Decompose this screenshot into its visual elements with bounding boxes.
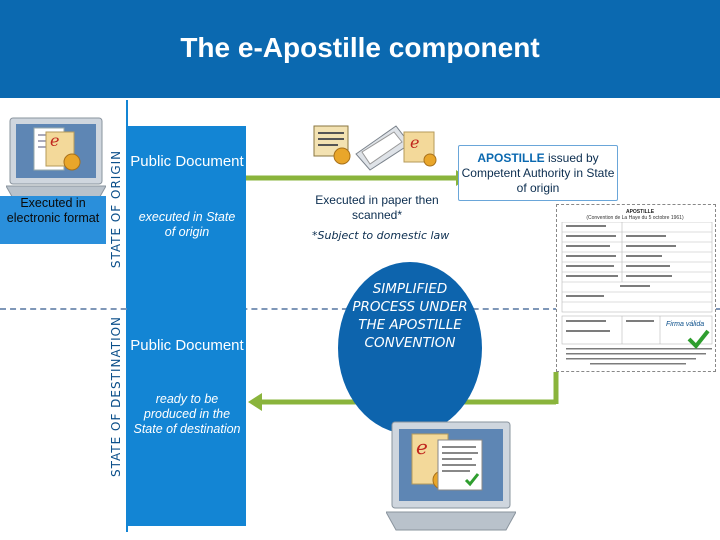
scan-footnote: *Subject to domestic law bbox=[312, 229, 450, 242]
svg-text:e: e bbox=[416, 435, 428, 459]
signature-valid-label: Firma válida bbox=[666, 321, 705, 328]
laptop-destination-icon: e bbox=[386, 421, 516, 531]
header-bar bbox=[0, 0, 720, 98]
executed-electronic-label: Executed in electronic format bbox=[6, 196, 100, 225]
public-document-column bbox=[128, 126, 246, 526]
apostille-label-rest: issued by Competent Authority in State o… bbox=[461, 151, 615, 195]
laptop-origin-icon: e bbox=[6, 117, 106, 201]
apostille-highlight: APOSTILLE bbox=[477, 151, 545, 165]
check-icon bbox=[687, 329, 710, 349]
certificate-title: APOSTILLE bbox=[625, 209, 655, 215]
simplified-process-text: SIMPLIFIED PROCESS UNDER THE APOSTILLE C… bbox=[352, 281, 468, 351]
scan-caption: Executed in paper then scanned* bbox=[315, 193, 439, 222]
apostille-label-box bbox=[458, 145, 618, 201]
svg-text:e: e bbox=[410, 133, 419, 152]
executed-electronic-panel bbox=[0, 196, 106, 244]
certificate-subtitle: (Convention de La Haye du 5 octobre 1961… bbox=[586, 215, 684, 221]
origin-document-subtitle: executed in State of origin bbox=[138, 210, 236, 239]
destination-document-title: Public Document bbox=[130, 337, 244, 354]
certificate-lines bbox=[561, 222, 713, 365]
apostille-label: APOSTILLE issued by Competent Authority … bbox=[461, 151, 615, 196]
page-title: The e-Apostille component bbox=[180, 32, 540, 63]
svg-text:e: e bbox=[50, 131, 59, 150]
destination-document-subtitle: ready to be produced in the State of des… bbox=[133, 392, 241, 436]
scanner-icon: e bbox=[313, 125, 437, 171]
origin-document-title: Public Document bbox=[130, 153, 244, 170]
simplified-process-oval bbox=[338, 262, 482, 434]
vertical-divider bbox=[126, 100, 128, 532]
